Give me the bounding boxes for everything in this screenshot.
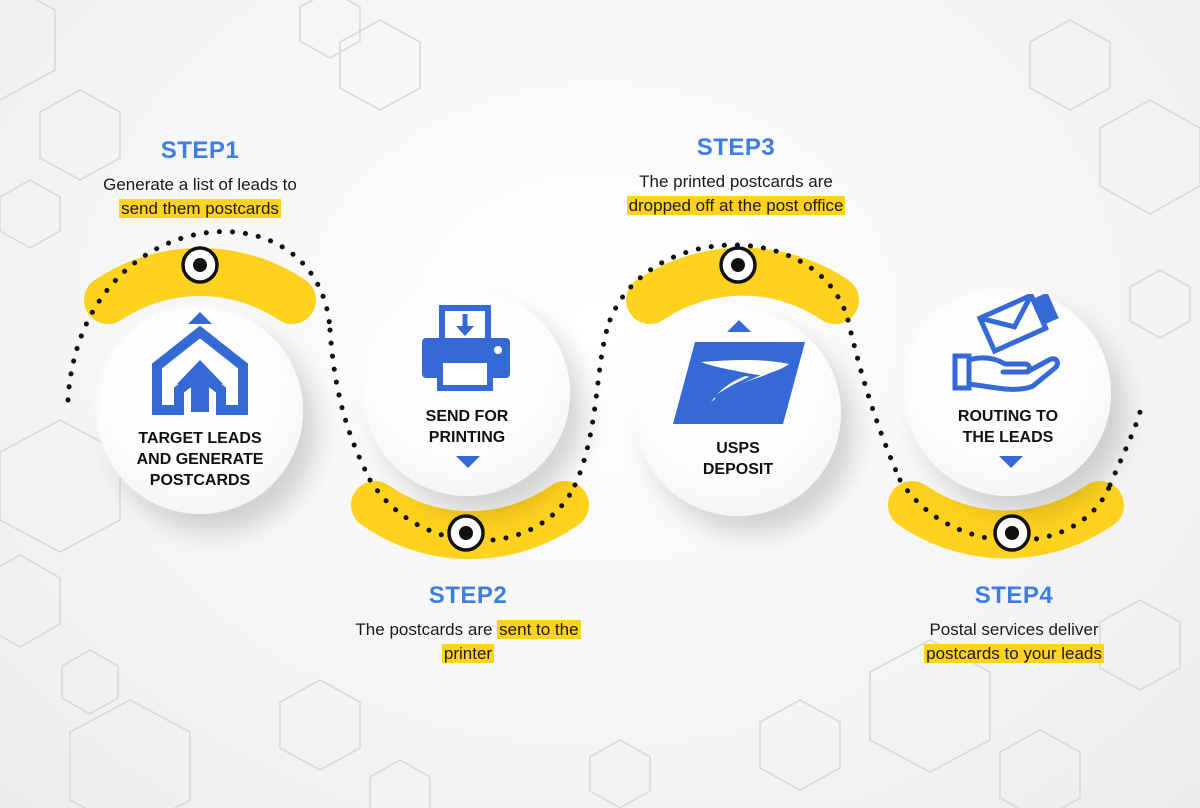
house-arrow-icon (152, 314, 248, 415)
dotted-arc-3 (607, 242, 851, 323)
step3-text: STEP3 The printed postcards are dropped … (586, 134, 886, 218)
step4-description: Postal services deliver postcards to you… (864, 618, 1164, 666)
step2-circle-label: SEND FOR PRINTING (425, 408, 509, 446)
step2-desc-highlight-2: printer (441, 644, 495, 663)
step3-title: STEP3 (696, 134, 776, 161)
dotted-arc-2b (572, 317, 613, 488)
step4-desc-plain: Postal services deliver (929, 620, 1099, 639)
caret-up-icon (727, 320, 751, 332)
step3-desc-plain: The printed postcards are (639, 172, 833, 191)
step3-description: The printed postcards are dropped off at… (586, 170, 886, 218)
step2-desc-highlight: sent to the (497, 620, 581, 639)
step4-text: STEP4 Postal services deliver postcards … (864, 582, 1164, 666)
step4-title: STEP4 (974, 582, 1054, 609)
dotted-arc-4b (1107, 409, 1143, 488)
caret-down-icon (456, 456, 480, 468)
step1-circle: TARGET LEADS AND GENERATE POSTCARDS (97, 308, 303, 514)
usps-eagle-icon (673, 342, 805, 424)
step3-desc-highlight: dropped off at the post office (626, 196, 846, 215)
step1-description: Generate a list of leads to send them po… (50, 173, 350, 221)
printer-icon (422, 305, 510, 391)
target-marker-3 (719, 246, 757, 284)
step2-description: The postcards are sent to the printer (318, 618, 618, 666)
step2-text: STEP2 The postcards are sent to the prin… (318, 582, 618, 666)
step2-circle: SEND FOR PRINTING (364, 290, 570, 496)
step3-circle-label: USPS DEPOSIT (702, 440, 774, 478)
step3-circle: USPS DEPOSIT (635, 310, 841, 516)
step4-desc-highlight: postcards to your leads (924, 644, 1104, 663)
step1-desc-highlight: send them postcards (119, 199, 281, 218)
target-marker-1 (181, 246, 219, 284)
step4-circle-label: ROUTING TO THE LEADS (957, 408, 1059, 446)
step1-text: STEP1 Generate a list of leads to send t… (50, 137, 350, 221)
target-marker-2 (447, 514, 485, 552)
step2-desc-plain: The postcards are (355, 620, 498, 639)
step1-circle-label: TARGET LEADS AND GENERATE POSTCARDS (136, 430, 264, 489)
caret-down-icon (999, 456, 1023, 468)
target-marker-4 (993, 514, 1031, 552)
dotted-arc-3b (845, 317, 903, 483)
step1-desc-plain: Generate a list of leads to (103, 175, 297, 194)
step2-title: STEP2 (428, 582, 508, 609)
hand-envelope-icon (952, 294, 1060, 392)
step4-circle: ROUTING TO THE LEADS (905, 290, 1111, 496)
step1-title: STEP1 (160, 137, 240, 164)
caret-up-icon (188, 312, 212, 324)
